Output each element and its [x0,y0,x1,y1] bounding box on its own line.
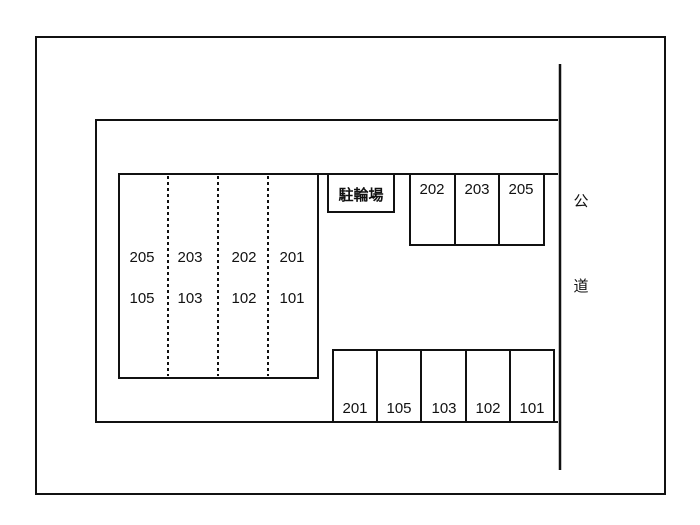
bottom-parking-space-2: 105 [386,400,411,417]
outer-frame [35,36,666,495]
bottom-parking-space-4: 102 [475,400,500,417]
unit-lower-2: 103 [177,290,202,307]
bicycle-parking-box [327,173,395,213]
building-block [118,173,319,379]
unit-upper-4: 201 [279,249,304,266]
top-parking-space-3: 205 [508,181,533,198]
top-parking-space-1: 202 [419,181,444,198]
bottom-parking-spaces-outline [332,349,555,422]
bicycle-parking-label: 駐輪場 [338,186,383,204]
lot-boundary [95,119,558,423]
unit-upper-2: 203 [177,249,202,266]
public-road-char-1: 公 [573,193,588,210]
bottom-parking-space-1: 201 [342,400,367,417]
unit-lower-1: 105 [129,290,154,307]
bottom-parking-space-5: 101 [519,400,544,417]
unit-upper-1: 205 [129,249,154,266]
public-road-char-2: 道 [573,278,588,295]
unit-lower-4: 101 [279,290,304,307]
bottom-parking-space-3: 103 [431,400,456,417]
unit-upper-3: 202 [231,249,256,266]
unit-lower-3: 102 [231,290,256,307]
top-parking-spaces-outline [409,174,545,246]
top-parking-space-2: 203 [464,181,489,198]
